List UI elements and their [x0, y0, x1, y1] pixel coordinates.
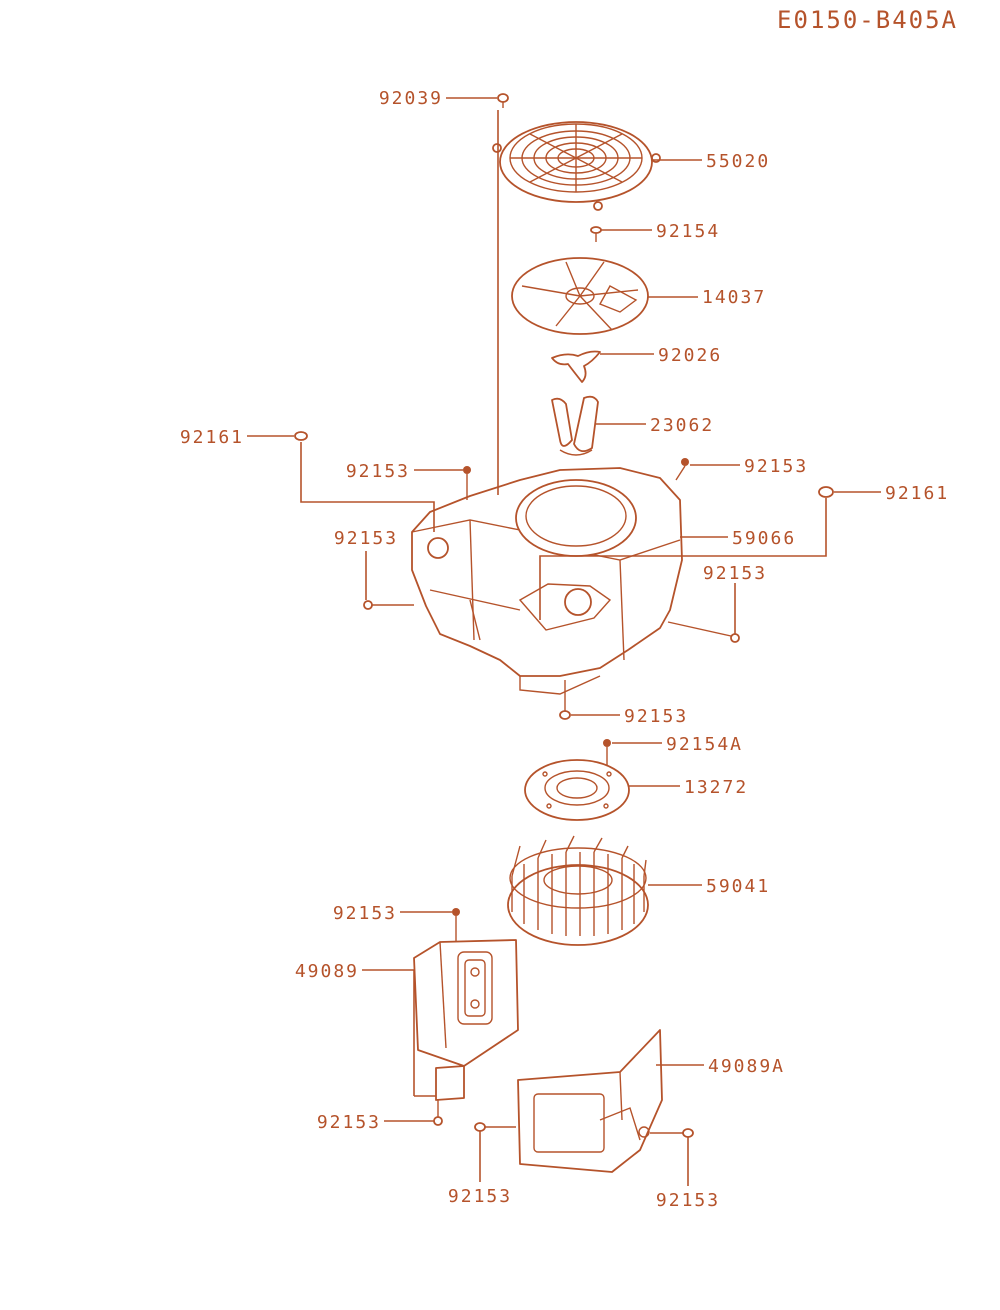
callout-92153-h: 92153 [448, 1186, 512, 1207]
callout-92153-c: 92153 [334, 528, 398, 549]
part-49089A-cover [517, 1029, 663, 1173]
part-92153-bolt-a [463, 466, 471, 500]
part-13272-plate [524, 759, 630, 821]
callout-92154A: 92154A [666, 734, 743, 755]
callout-14037: 14037 [702, 287, 766, 308]
callout-92153-a: 92153 [346, 461, 410, 482]
callout-92154-top: 92154 [656, 221, 720, 242]
callout-55020: 55020 [706, 151, 770, 172]
part-92153-bolt-g [433, 1100, 443, 1126]
callout-92026: 92026 [658, 345, 722, 366]
callout-59041: 59041 [706, 876, 770, 897]
leader-lines [247, 97, 881, 1186]
diagram-code: E0150-B405A [777, 6, 958, 34]
part-92153-bolt-b [675, 458, 689, 481]
part-92039-screw [497, 93, 509, 108]
part-92153-bolt-i [650, 1128, 694, 1138]
callout-59066: 59066 [732, 528, 796, 549]
part-23062-guide [551, 395, 599, 456]
part-55020-screen [492, 121, 661, 211]
part-59041-fan [507, 835, 649, 946]
callout-92153-g: 92153 [317, 1112, 381, 1133]
part-49089-cover [413, 939, 519, 1101]
callout-92153-b: 92153 [744, 456, 808, 477]
part-92026-spring [551, 350, 601, 383]
callout-92161-right: 92161 [885, 483, 949, 504]
part-92161-cap-left [294, 431, 308, 441]
part-92161-cap-right [818, 486, 834, 498]
part-14037-plate [511, 257, 649, 335]
callout-92153-e: 92153 [624, 706, 688, 727]
callout-92039-top: 92039 [379, 88, 443, 109]
callout-49089A: 49089A [708, 1056, 785, 1077]
callout-13272: 13272 [684, 777, 748, 798]
part-92153-bolt-e [559, 680, 571, 720]
callout-23062: 23062 [650, 415, 714, 436]
callout-92153-i: 92153 [656, 1190, 720, 1211]
callout-92161-left: 92161 [180, 427, 244, 448]
callout-92153-d: 92153 [703, 563, 767, 584]
part-92154-bolt [590, 226, 602, 242]
part-92153-bolt-h [474, 1122, 516, 1132]
part-92153-bolt-c [363, 600, 414, 610]
callout-92153-f: 92153 [333, 903, 397, 924]
callout-49089: 49089 [295, 961, 359, 982]
part-59066-housing [411, 467, 683, 695]
part-92153-bolt-d [667, 621, 740, 643]
